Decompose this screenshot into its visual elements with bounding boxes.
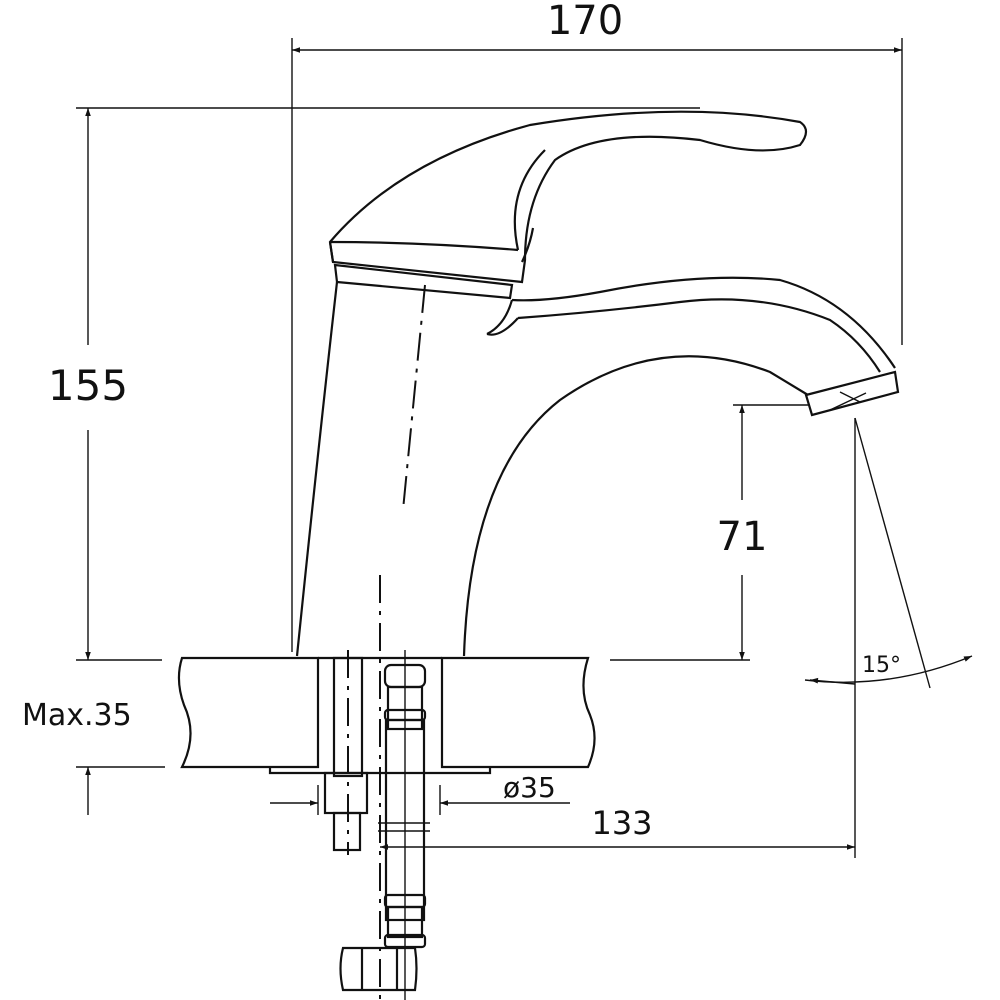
- spout-height-label: 71: [717, 514, 768, 560]
- hole-diameter-label: ø35: [503, 771, 556, 804]
- dimension-angle: 15°: [804, 417, 973, 858]
- dimension-height: 155: [48, 107, 700, 661]
- dimension-hole-diameter: ø35: [270, 771, 570, 815]
- mounting-stud: [323, 650, 369, 855]
- flexible-hose: [339, 575, 430, 1000]
- max-thickness-label: Max.35: [22, 698, 132, 733]
- width-label: 170: [547, 0, 623, 44]
- dimension-width: 170: [291, 0, 903, 652]
- dimension-max-thickness: Max.35: [22, 698, 165, 815]
- dimension-reach: 133: [380, 804, 855, 850]
- angle-label: 15°: [862, 653, 901, 678]
- faucet-body: [295, 110, 900, 657]
- reach-label: 133: [591, 804, 652, 842]
- dimension-spout-height: 71: [717, 404, 810, 660]
- height-label: 155: [48, 361, 128, 410]
- countertop-section: [177, 656, 750, 775]
